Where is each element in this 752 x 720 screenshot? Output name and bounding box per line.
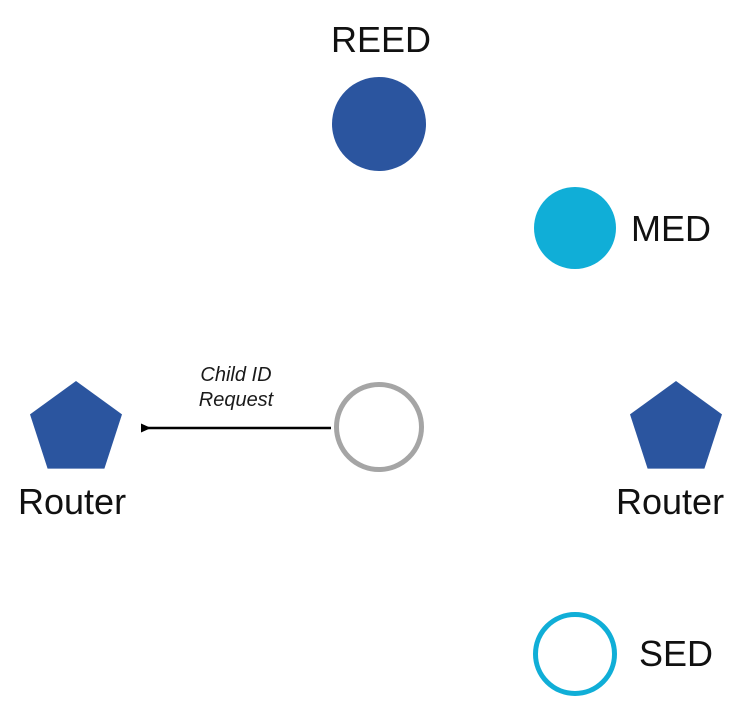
- node-center-device[interactable]: [334, 382, 424, 472]
- node-label-router-left: Router: [18, 481, 127, 522]
- node-router-right[interactable]: [626, 375, 726, 475]
- med-circle-shape[interactable]: [534, 187, 616, 269]
- node-label-med: MED: [631, 208, 711, 249]
- router-left-pentagon-shape[interactable]: [26, 375, 126, 475]
- node-label-reed: REED: [331, 19, 432, 60]
- node-med[interactable]: [534, 187, 616, 269]
- node-sed[interactable]: [533, 612, 617, 696]
- center-device-circle-shape[interactable]: [334, 382, 424, 472]
- node-router-left[interactable]: [26, 375, 126, 475]
- node-label-sed: SED: [639, 633, 714, 674]
- node-label-router-right: Router: [616, 481, 725, 522]
- sed-circle-shape[interactable]: [533, 612, 617, 696]
- node-reed[interactable]: [332, 77, 426, 171]
- reed-circle-shape[interactable]: [332, 77, 426, 171]
- router-right-pentagon-shape[interactable]: [626, 375, 726, 475]
- edge-label-child-id-request: Child ID Request: [198, 364, 274, 411]
